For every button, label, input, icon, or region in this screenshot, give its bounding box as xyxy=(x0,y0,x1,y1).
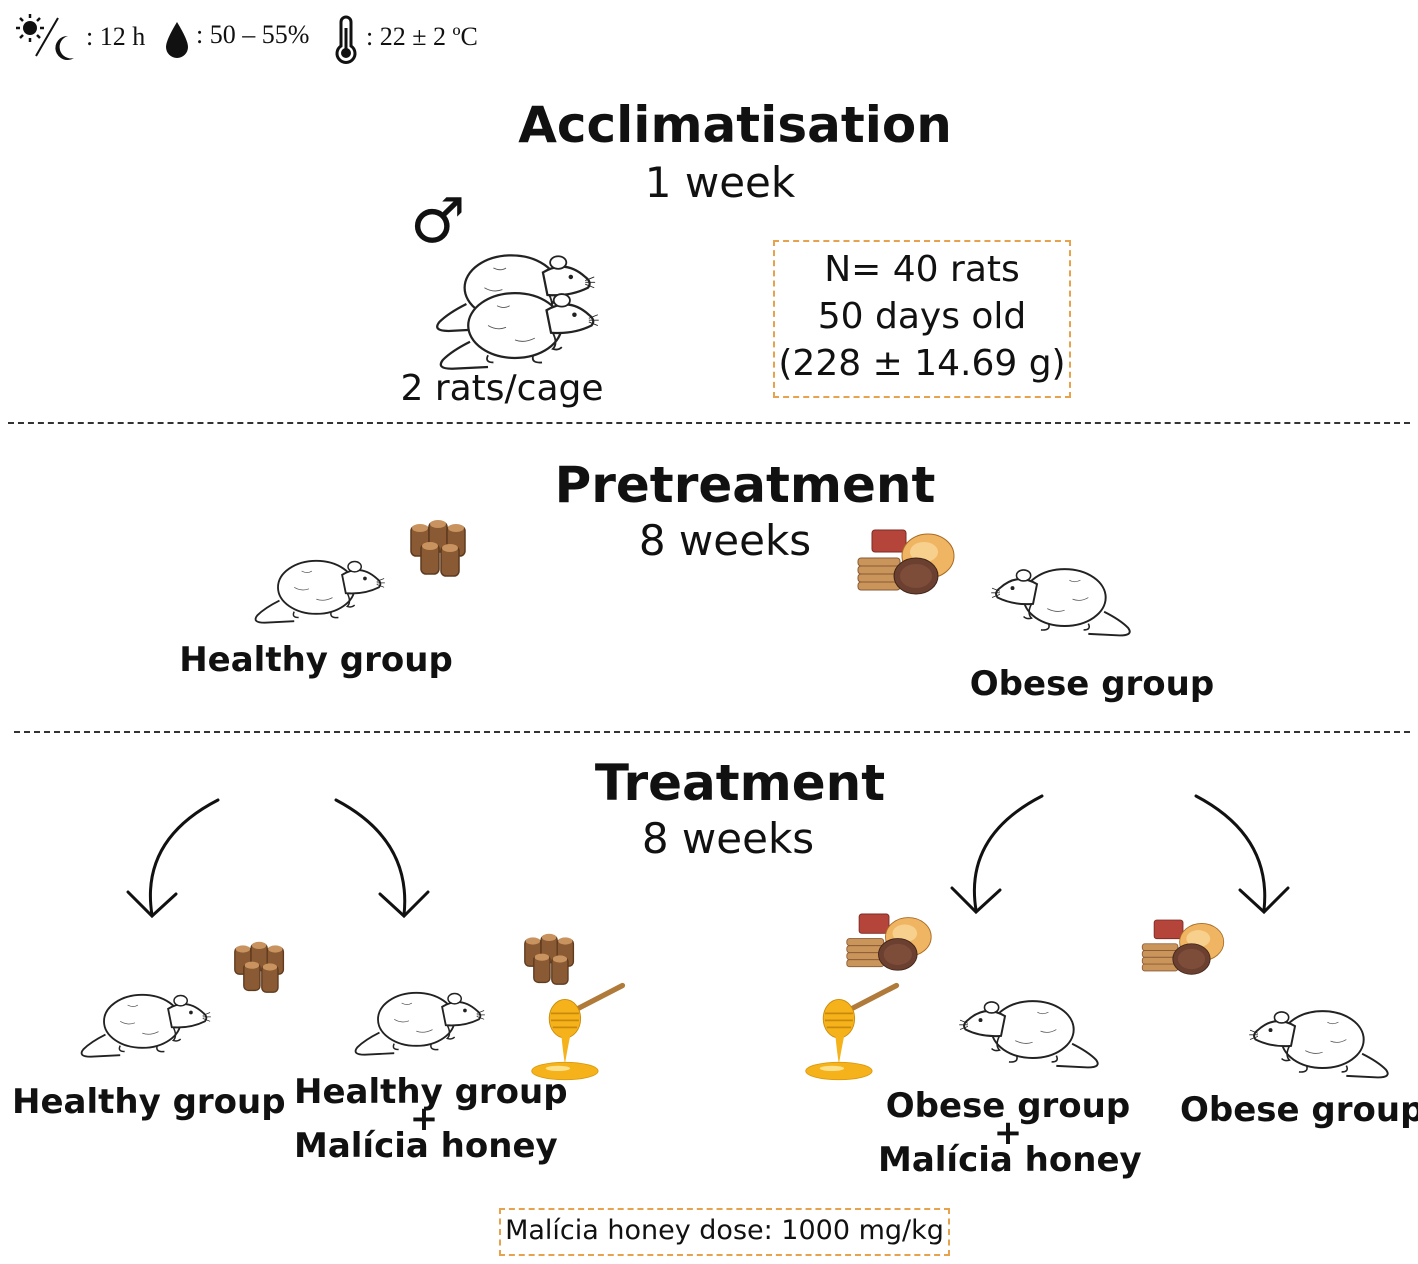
acclimatisation-duration: 1 week xyxy=(644,158,796,207)
humidity-text: : 50 – 55% xyxy=(196,20,310,49)
healthy-honey-line-2: Malícia honey xyxy=(294,1126,558,1166)
pretreatment-obese-label: Obese group xyxy=(969,664,1215,704)
dose-text: Malícia honey dose: 1000 mg/kg xyxy=(505,1215,944,1246)
treatment-obese-rat xyxy=(1248,1010,1389,1079)
pretreatment-healthy-label: Healthy group xyxy=(179,640,453,680)
healthy-honey-line-1: Healthy group xyxy=(294,1072,568,1112)
housing-label: 2 rats/cage xyxy=(400,368,604,409)
water-drop-icon xyxy=(166,22,188,58)
arrow-to-obese-honey xyxy=(972,794,1044,912)
treatment-healthy-rat xyxy=(80,993,212,1058)
treatment-healthy-chow-icon xyxy=(234,941,285,993)
treatment-healthy-honey-chow-icon xyxy=(524,933,575,985)
section-divider-2 xyxy=(14,731,1410,733)
treatment-healthy-honey-rat xyxy=(354,991,486,1056)
cohort-age: 50 days old xyxy=(817,296,1027,337)
treatment-duration: 8 weeks xyxy=(641,814,815,863)
treatment-obese-honey-diet-icon xyxy=(846,913,932,971)
cohort-size: N= 40 rats xyxy=(824,249,1020,290)
pretreatment-duration: 8 weeks xyxy=(638,516,812,565)
treatment-obese-label: Obese group xyxy=(1180,1090,1418,1130)
treatment-obese-diet-icon xyxy=(1141,919,1225,975)
treatment-obese-honey-label: Obese group + Malícia honey xyxy=(878,1086,1142,1180)
arrow-to-obese xyxy=(1194,794,1267,912)
acclimatisation-title: Acclimatisation xyxy=(518,96,952,154)
honey-dipper-icon xyxy=(804,980,900,1080)
obese-honey-line-1: Obese group xyxy=(885,1086,1131,1126)
sun-moon-icon xyxy=(16,14,74,60)
light-cycle-text: : 12 h xyxy=(86,22,146,51)
dose-box: Malícia honey dose: 1000 mg/kg xyxy=(499,1208,950,1256)
conditions-bar: : 12 h : 50 – 55% : 22 ± 2 ºC xyxy=(14,12,494,64)
treatment-healthy-label: Healthy group xyxy=(12,1082,286,1122)
honey-dipper-icon xyxy=(530,980,626,1080)
treatment-title: Treatment xyxy=(594,754,886,812)
cohort-weight: (228 ± 14.69 g) xyxy=(778,343,1066,384)
arrow-to-healthy-honey xyxy=(334,798,407,917)
section-divider-1 xyxy=(8,422,1410,424)
arrow-to-healthy xyxy=(148,798,220,917)
thermometer-icon xyxy=(335,15,357,64)
temperature-text: : 22 ± 2 ºC xyxy=(366,22,478,51)
treatment-obese-honey-rat xyxy=(958,1000,1099,1069)
treatment-healthy-honey-label: Healthy group + Malícia honey xyxy=(294,1072,568,1166)
cohort-info-box: N= 40 rats 50 days old (228 ± 14.69 g) xyxy=(773,240,1071,398)
male-symbol: ♂ xyxy=(410,184,466,257)
obese-honey-line-2: Malícia honey xyxy=(878,1140,1142,1180)
pretreatment-title: Pretreatment xyxy=(554,456,936,514)
